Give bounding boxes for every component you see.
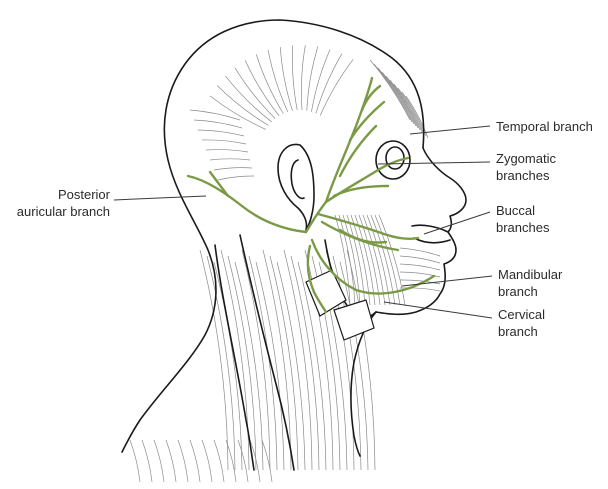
label-buccal-branches: Buccal branches xyxy=(496,202,549,236)
label-zygomatic-branches: Zygomatic branches xyxy=(496,150,556,184)
leader-posterior-auricular xyxy=(114,196,206,200)
leader-lines xyxy=(114,126,492,318)
leader-buccal xyxy=(424,212,490,234)
label-cervical-branch: Cervical branch xyxy=(498,306,545,340)
muscle-striations xyxy=(130,45,440,482)
label-temporal-branch: Temporal branch xyxy=(496,118,593,135)
label-mandibular-branch: Mandibular branch xyxy=(498,266,562,300)
leader-mandibular xyxy=(402,276,492,286)
label-posterior-auricular-branch: Posterior auricular branch xyxy=(4,186,110,220)
leader-cervical xyxy=(384,302,492,318)
